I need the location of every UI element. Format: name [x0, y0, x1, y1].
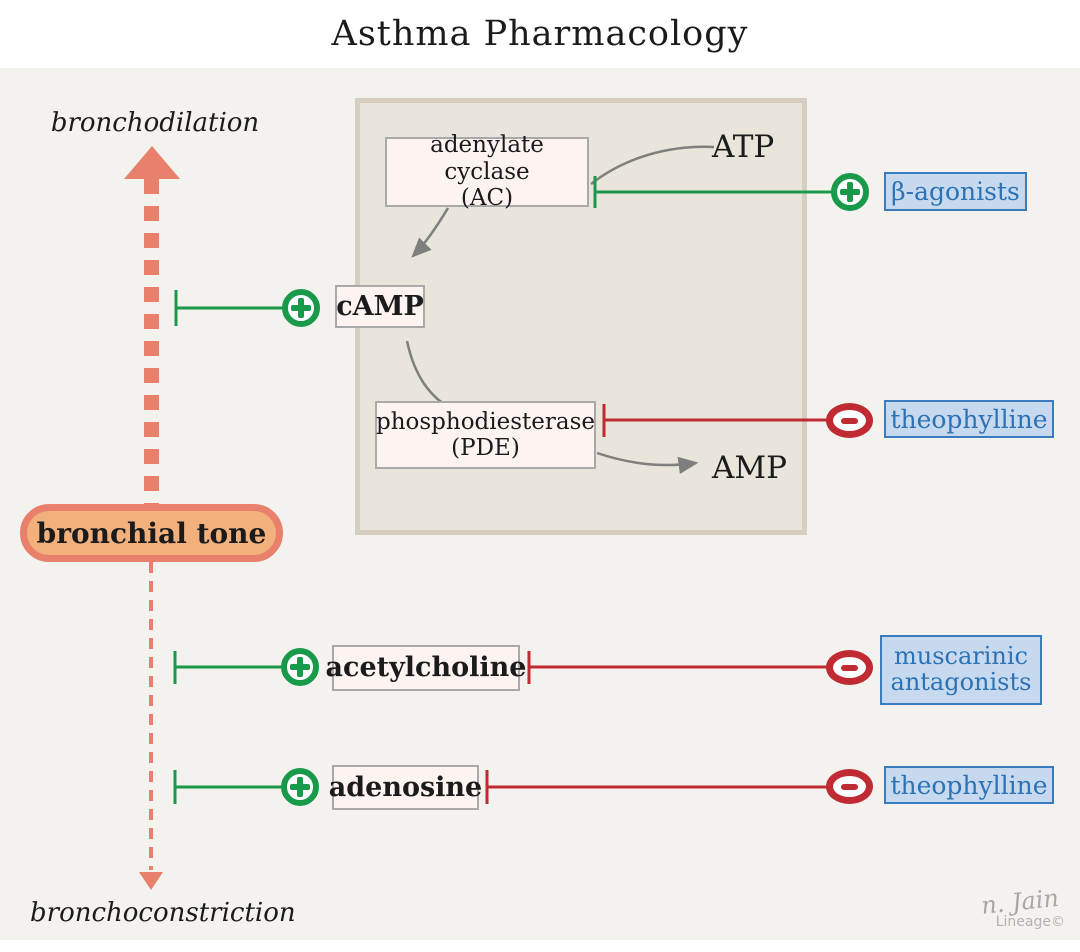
watermark: n. Jain Lineage©: [940, 884, 1065, 930]
bronchoconstriction-label: bronchoconstriction: [30, 898, 296, 928]
amp-label: AMP: [712, 450, 787, 486]
adenosine-label: adenosine: [328, 771, 483, 803]
theophylline-pde-label: theophylline: [890, 404, 1048, 434]
phosphodiesterase-name: phosphodiesterase: [375, 408, 596, 435]
camp-label: cAMP: [336, 290, 424, 322]
atp-label: ATP: [712, 129, 775, 165]
camp-box: cAMP: [335, 285, 425, 328]
muscarinic-antagonists-box: muscarinic antagonists: [880, 635, 1042, 705]
plus-icon: [831, 173, 869, 211]
adenosine-box: adenosine: [328, 765, 483, 810]
bronchial-tone-pill: bronchial tone: [20, 504, 283, 562]
bronchial-tone-label: bronchial tone: [36, 516, 267, 550]
phosphodiesterase-abbr: (PDE): [451, 435, 520, 461]
theophylline-pde-box: theophylline: [884, 400, 1054, 438]
phosphodiesterase-box: phosphodiesterase (PDE): [375, 401, 596, 469]
plus-icon: [281, 768, 319, 806]
page-title: Asthma Pharmacology: [331, 14, 749, 54]
beta-agonists-label: β-agonists: [891, 177, 1020, 206]
plus-icon: [282, 289, 320, 327]
adenylate-cyclase-name: adenylate cyclase: [430, 132, 544, 185]
tone-axis-upper-dashed-line: [144, 179, 159, 506]
acetylcholine-box: acetylcholine: [326, 645, 526, 691]
minus-icon: [826, 769, 873, 804]
theophylline-adenosine-box: theophylline: [884, 766, 1054, 804]
theophylline-adenosine-label: theophylline: [890, 770, 1048, 800]
adenylate-cyclase-box: adenylate cyclase (AC): [385, 132, 589, 211]
bronchodilation-arrowhead: [124, 146, 180, 179]
minus-icon: [826, 403, 873, 438]
bronchoconstriction-arrowhead: [139, 872, 163, 890]
muscarinic-antagonists-line2: antagonists: [890, 668, 1032, 696]
beta-agonists-box: β-agonists: [884, 172, 1027, 211]
bronchodilation-label: bronchodilation: [50, 108, 260, 138]
acetylcholine-label: acetylcholine: [325, 652, 527, 684]
plus-icon: [281, 648, 319, 686]
muscarinic-antagonists-line1: muscarinic: [893, 642, 1028, 671]
minus-icon: [826, 650, 873, 685]
adenylate-cyclase-abbr: (AC): [460, 185, 514, 212]
tone-axis-lower-dashed-line: [149, 562, 153, 870]
watermark-brand: Lineage©: [995, 914, 1065, 930]
